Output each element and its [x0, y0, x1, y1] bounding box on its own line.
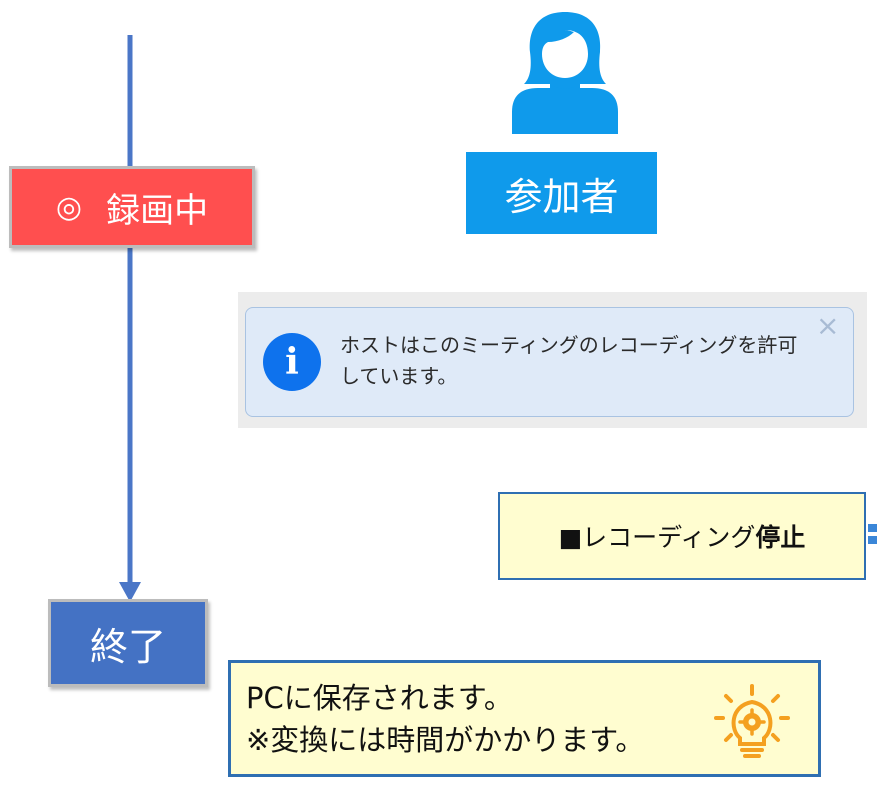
- notification-text: ホストはこのミーティングのレコーディングを許可しています。: [340, 333, 798, 388]
- person-female-icon: [512, 12, 618, 134]
- save-note-line2: ※変換には時間がかかります。: [246, 723, 645, 757]
- lightbulb-gear-icon: [714, 684, 790, 758]
- stop-recording-prefix: ■レコーディング: [558, 523, 756, 552]
- close-icon[interactable]: ×: [816, 309, 840, 342]
- save-note-line1: PCに保存されます。: [246, 681, 513, 715]
- stop-recording-emphasis: 停止: [755, 523, 806, 552]
- end-label: 終了: [89, 624, 166, 669]
- notification-card: [245, 307, 854, 417]
- info-icon: i: [263, 333, 321, 391]
- recording-label: 録画中: [106, 190, 209, 231]
- stop-recording-box: ■レコーディング停止: [498, 492, 866, 580]
- connector-stub: [868, 524, 877, 544]
- recording-symbol: ◎: [55, 189, 83, 225]
- recording-status-box: ◎ 録画中: [9, 166, 255, 248]
- end-box: 終了: [48, 599, 208, 687]
- participant-label: 参加者: [466, 152, 657, 234]
- participant-text: 参加者: [504, 174, 619, 219]
